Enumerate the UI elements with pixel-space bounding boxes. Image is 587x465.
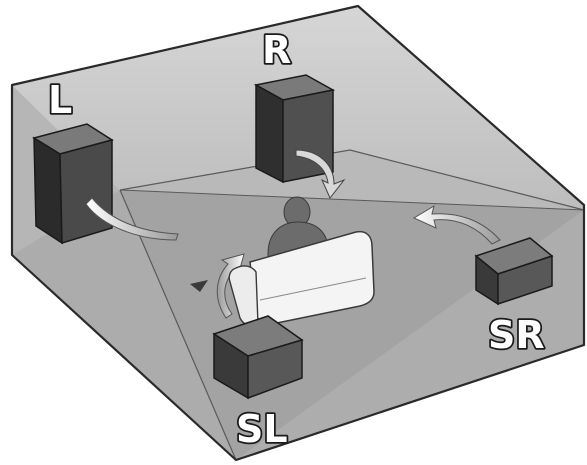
sofa (228, 230, 375, 327)
arrow-tip-front-left (190, 280, 208, 292)
label-front-right: R (262, 28, 291, 72)
speaker-surround-left (212, 315, 304, 400)
floor-right-edge (119, 189, 585, 211)
speaker-surround-right (474, 237, 554, 306)
label-surround-right: SR (488, 313, 545, 357)
label-surround-left: SL (236, 407, 288, 451)
arrow-front-right (295, 149, 346, 199)
speaker-front-right (253, 74, 336, 184)
speaker-front-left (32, 123, 114, 245)
arrow-front-left (85, 197, 179, 241)
label-front-left: L (48, 78, 72, 122)
floor-back-edge (119, 149, 585, 211)
arrow-surround-right (412, 204, 501, 245)
